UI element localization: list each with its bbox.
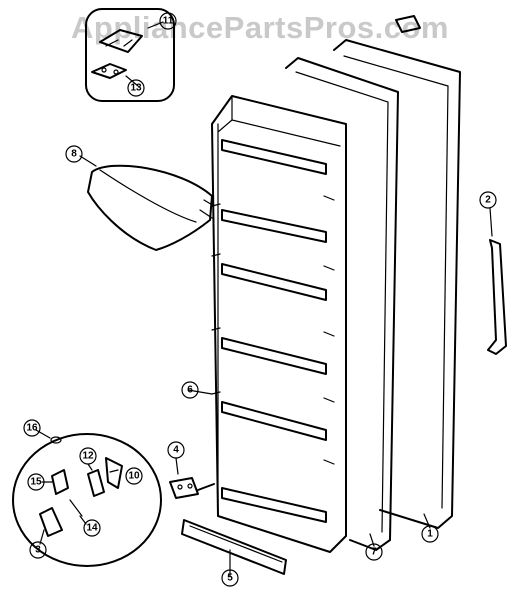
callout-15: 15 — [27, 473, 45, 491]
svg-text:1: 1 — [427, 529, 433, 540]
svg-text:14: 14 — [86, 523, 98, 534]
svg-text:2: 2 — [485, 195, 491, 206]
callout-4: 4 — [167, 441, 185, 459]
svg-text:15: 15 — [30, 477, 42, 488]
door-liner-part — [211, 95, 347, 553]
svg-text:8: 8 — [71, 149, 77, 160]
callout-14: 14 — [83, 519, 101, 537]
svg-text:6: 6 — [187, 385, 193, 396]
door-trim-part — [79, 155, 215, 251]
bottom-grille-part — [181, 519, 287, 575]
svg-text:13: 13 — [130, 83, 142, 94]
hardware-inset — [12, 429, 162, 567]
callout-8: 8 — [65, 145, 83, 163]
callout-12: 12 — [79, 447, 97, 465]
svg-text:5: 5 — [227, 573, 233, 584]
callout-7: 7 — [365, 543, 383, 561]
door-handle-part — [487, 207, 507, 355]
callout-2: 2 — [479, 191, 497, 209]
door-gasket-part — [285, 57, 399, 551]
svg-text:11: 11 — [163, 16, 174, 27]
callout-3: 3 — [29, 541, 47, 559]
svg-text:12: 12 — [82, 451, 94, 462]
bracket-part — [169, 477, 215, 499]
svg-text:10: 10 — [128, 471, 140, 482]
svg-text:16: 16 — [26, 423, 38, 434]
callout-11: 11 — [159, 12, 177, 30]
callout-10: 10 — [125, 467, 143, 485]
svg-text:3: 3 — [35, 545, 41, 556]
callout-5: 5 — [221, 569, 239, 587]
callout-16: 16 — [23, 419, 41, 437]
svg-text:4: 4 — [173, 445, 179, 456]
svg-text:7: 7 — [371, 547, 377, 558]
callout-13: 13 — [127, 79, 145, 97]
callout-1: 1 — [421, 525, 439, 543]
callout-6: 6 — [181, 381, 199, 399]
